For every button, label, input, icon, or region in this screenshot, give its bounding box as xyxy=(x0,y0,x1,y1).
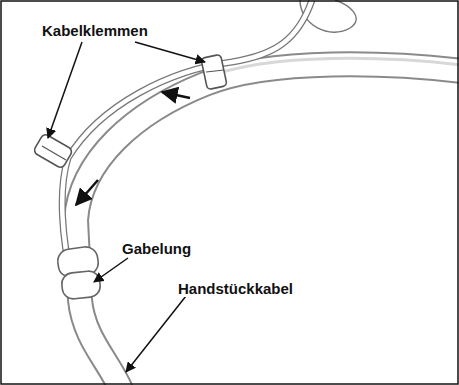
thin-cable xyxy=(62,0,312,280)
thin-cable-outline xyxy=(62,0,312,280)
cable-fork xyxy=(56,245,101,300)
part-label: Gabelung xyxy=(120,240,193,257)
leader-line xyxy=(48,42,82,138)
leader-line xyxy=(126,296,186,372)
part-label: Handstückkabel xyxy=(176,280,295,297)
handpiece-cable xyxy=(76,64,459,385)
leader-line xyxy=(94,258,128,282)
slide-arrow xyxy=(162,92,190,98)
cable-clamp xyxy=(33,133,73,169)
part-label: Kabelklemmen xyxy=(40,22,150,39)
handpiece-cable-outline xyxy=(76,64,459,385)
slide-arrow xyxy=(76,180,98,205)
cable-clamp xyxy=(201,54,227,89)
leader-line xyxy=(135,42,205,62)
